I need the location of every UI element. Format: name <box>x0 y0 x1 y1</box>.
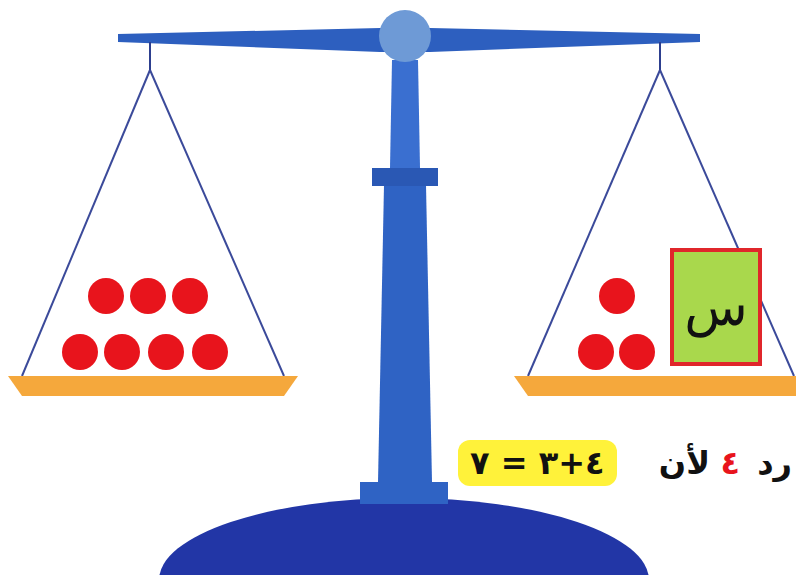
answer-number: ٤ <box>720 444 740 482</box>
sentence-text: رد <box>757 444 792 482</box>
scale-post <box>378 185 432 482</box>
pan-strings <box>22 70 794 376</box>
right-pan <box>514 376 796 396</box>
post-upper <box>390 60 420 168</box>
scale-base <box>159 498 649 575</box>
left-pan <box>8 376 298 396</box>
pivot <box>379 10 431 62</box>
post-foot <box>360 482 448 504</box>
sentence-text: لأن <box>659 444 710 482</box>
post-collar <box>372 168 438 186</box>
variable-symbol: س <box>684 281 747 333</box>
equation-highlight: ٤+٣ = ٧ <box>458 440 617 486</box>
unknown-box: س <box>670 248 762 366</box>
counters <box>62 278 655 370</box>
